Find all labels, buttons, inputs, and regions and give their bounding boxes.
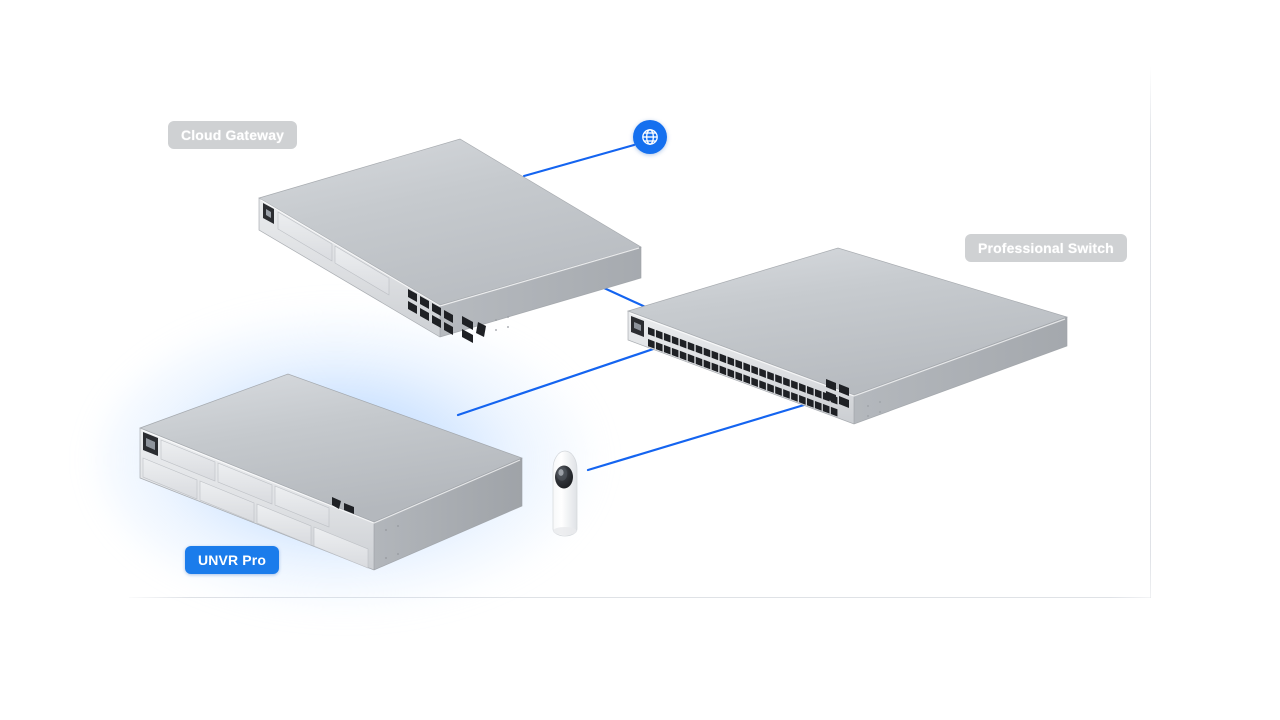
switch-port	[679, 350, 687, 361]
unvr-io-ports	[332, 497, 354, 514]
switch-port	[751, 365, 758, 375]
unvr-bay	[256, 503, 312, 546]
switch-port	[703, 359, 711, 370]
switch-port	[695, 356, 703, 367]
unvr-bay	[160, 439, 216, 482]
switch-port	[687, 353, 695, 364]
switch-port	[799, 395, 806, 405]
gateway-side-face	[440, 247, 641, 337]
device-camera[interactable]	[543, 443, 603, 548]
unvr-bay	[313, 526, 369, 569]
device-professional-switch[interactable]	[612, 240, 1082, 425]
switch-rj45-ports	[648, 327, 838, 417]
node-label-cloud-gateway[interactable]: Cloud Gateway	[168, 121, 298, 149]
switch-port	[719, 353, 727, 364]
unvr-bay	[274, 485, 330, 528]
device-cloud-gateway[interactable]	[250, 130, 650, 343]
switch-port	[687, 341, 695, 352]
switch-port	[743, 362, 750, 373]
switch-port	[695, 344, 703, 355]
switch-port	[783, 377, 790, 387]
switch-port	[711, 362, 719, 373]
unvr-bay	[199, 480, 255, 523]
switch-port	[648, 339, 655, 349]
gateway-top-face	[259, 139, 641, 305]
canvas-right-divider	[1150, 66, 1151, 598]
switch-port	[679, 338, 687, 349]
switch-port	[663, 344, 671, 355]
switch-port	[648, 327, 655, 337]
switch-port	[791, 380, 798, 390]
switch-port	[671, 347, 679, 358]
switch-port	[767, 383, 774, 393]
switch-side-face	[854, 317, 1067, 424]
canvas-bottom-divider	[129, 597, 1151, 598]
unvr-display	[143, 432, 158, 456]
gateway-rj45-ports	[408, 289, 453, 335]
switch-port	[727, 368, 735, 379]
unvr-bay	[217, 462, 273, 505]
unvr-drive-bays	[142, 439, 369, 569]
switch-port	[783, 389, 790, 399]
switch-port	[655, 341, 663, 352]
switch-port	[743, 374, 750, 385]
switch-port	[735, 371, 743, 382]
switch-status-display	[631, 316, 644, 337]
switch-port	[814, 388, 822, 399]
globe-icon	[640, 127, 660, 147]
switch-port	[735, 359, 743, 370]
switch-port	[775, 374, 782, 384]
switch-port	[791, 392, 798, 402]
unvr-side-face	[374, 458, 522, 570]
switch-port	[671, 335, 679, 346]
switch-sfp-ports	[826, 379, 849, 408]
switch-port	[663, 332, 671, 343]
switch-top-face	[628, 248, 1067, 395]
gateway-sfp-ports	[462, 316, 486, 343]
switch-port	[822, 403, 830, 414]
switch-port	[807, 386, 814, 396]
gateway-front-panel	[263, 203, 390, 296]
unvr-top-face	[140, 374, 522, 522]
switch-port	[751, 377, 758, 387]
switch-port	[814, 400, 822, 411]
gateway-bay	[277, 211, 333, 262]
device-unvr-pro[interactable]	[128, 362, 538, 572]
node-label-professional-switch[interactable]: Professional Switch	[965, 234, 1127, 262]
internet-node[interactable]	[633, 120, 667, 154]
unvr-bay	[142, 457, 198, 500]
switch-port	[759, 368, 766, 378]
switch-port	[711, 350, 719, 361]
switch-port	[830, 406, 838, 417]
node-label-unvr-pro[interactable]: UNVR Pro	[185, 546, 280, 574]
switch-port	[655, 329, 663, 340]
switch-port	[767, 371, 774, 381]
gateway-bay	[334, 245, 390, 296]
switch-port	[807, 398, 814, 408]
camera-body	[552, 450, 578, 537]
switch-port	[775, 386, 782, 396]
switch-port	[759, 380, 766, 390]
switch-port	[703, 347, 711, 358]
switch-port	[719, 365, 727, 376]
switch-port	[727, 356, 735, 367]
switch-port	[799, 383, 806, 393]
